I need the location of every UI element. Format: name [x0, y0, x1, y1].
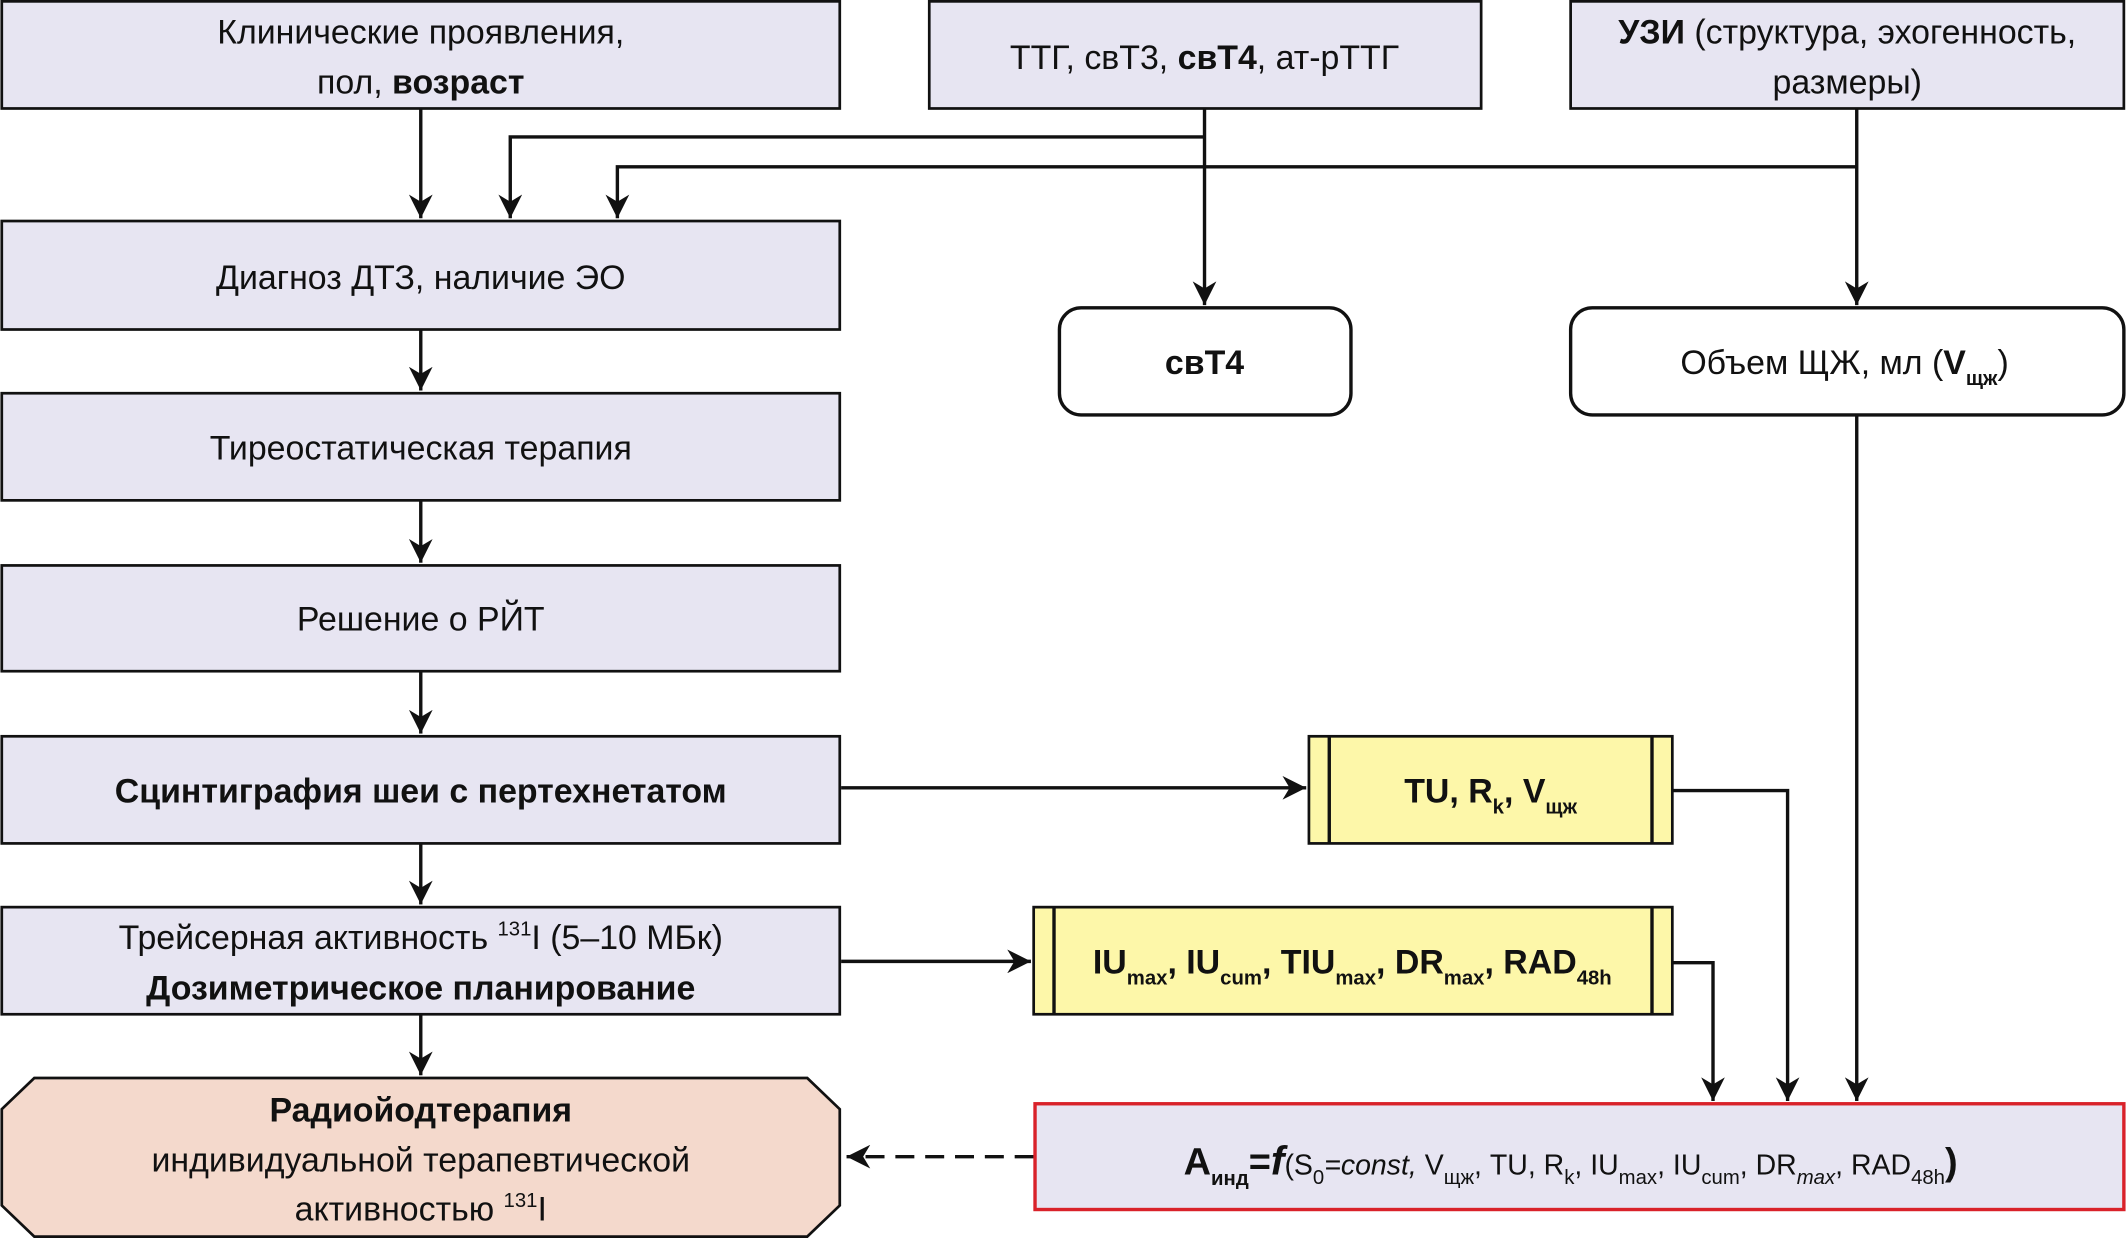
labs-box: ТТГ, свТ3, свТ4, ат-рТТГ	[927, 0, 1483, 110]
decision-text: Решение о РЙТ	[297, 601, 545, 639]
scint-result-text: TU, Rk, Vщж	[1404, 773, 1577, 819]
formula-text: Aинд=f(S0=const, Vщж, TU, Rk, IUmax, IUc…	[1184, 1137, 1958, 1190]
dosimetry-result-box: IUmax, IUcum, TIUmax, DRmax, RAD48h	[1032, 905, 1674, 1016]
thyrostatic-box: Тиреостатическая терапия	[0, 391, 842, 502]
clinical-box: Клинические проявления, пол, возраст	[0, 0, 842, 110]
tracer-box: Трейсерная активность 131I (5–10 МБк) До…	[0, 905, 842, 1016]
arrow-labs-to-diagnosis	[498, 135, 1205, 219]
thyrostatic-text: Тиреостатическая терапия	[210, 430, 632, 468]
ft4-box: свТ4	[1057, 306, 1353, 417]
clinical-line1: Клинические проявления,	[217, 13, 624, 51]
ultrasound-box: УЗИ (структура, эхогенность, размеры)	[1569, 0, 2126, 110]
arrow-dosimetry-to-formula	[1672, 961, 1725, 1102]
diagnosis-text: Диагноз ДТЗ, наличие ЭО	[216, 259, 625, 297]
tracer-line1: Трейсерная активность 131I (5–10 МБк)	[119, 919, 723, 958]
volume-box: Объем ЩЖ, мл (Vщж)	[1568, 306, 2126, 417]
ultrasound-line1: УЗИ (структура, эхогенность,	[1618, 13, 2076, 51]
tracer-line2: Дозиметрическое планирование	[146, 969, 695, 1007]
therapy-line2: индивидуальной терапевтической	[151, 1142, 690, 1180]
ultrasound-line2: размеры)	[1773, 64, 1922, 102]
diagnosis-box: Диагноз ДТЗ, наличие ЭО	[0, 219, 842, 331]
therapy-box: Радиойодтерапия индивидуальной терапевти…	[0, 1076, 842, 1238]
therapy-line3: активностью 131I	[295, 1190, 547, 1229]
scintigraphy-text: Сцинтиграфия шеи с пертехнетатом	[115, 773, 727, 811]
therapy-line1: Радиойодтерапия	[269, 1091, 572, 1129]
volume-text: Объем ЩЖ, мл (Vщж)	[1680, 344, 2008, 390]
labs-text: ТТГ, свТ3, свТ4, ат-рТТГ	[1010, 39, 1399, 77]
scintigraphy-box: Сцинтиграфия шеи с пертехнетатом	[0, 734, 842, 845]
arrow-scint-result-to-formula	[1672, 788, 1800, 1102]
connectors	[408, 108, 1869, 1169]
arrow-us-to-diagnosis	[605, 165, 1857, 219]
formula-box: Aинд=f(S0=const, Vщж, TU, Rk, IUmax, IUc…	[1033, 1102, 2126, 1212]
dosimetry-result-text: IUmax, IUcum, TIUmax, DRmax, RAD48h	[1093, 944, 1612, 990]
clinical-line2: пол, возраст	[317, 64, 524, 102]
ft4-text: свТ4	[1165, 344, 1244, 382]
scint-result-box: TU, Rk, Vщж	[1307, 734, 1674, 845]
decision-box: Решение о РЙТ	[0, 564, 842, 673]
